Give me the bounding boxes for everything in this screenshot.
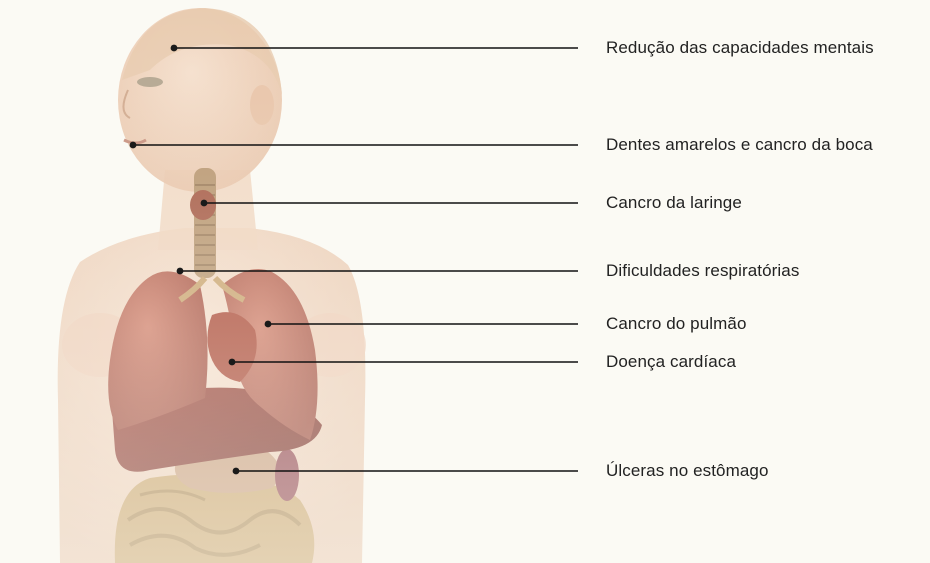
dot-stomach	[233, 468, 240, 475]
label-mouth: Dentes amarelos e cancro da boca	[606, 135, 873, 155]
dot-lung	[265, 321, 272, 328]
label-breathing: Dificuldades respiratórias	[606, 261, 799, 281]
dot-brain	[171, 45, 178, 52]
dot-heart	[229, 359, 236, 366]
label-lung: Cancro do pulmão	[606, 314, 747, 334]
label-heart: Doença cardíaca	[606, 352, 736, 372]
dot-mouth	[130, 142, 137, 149]
label-stomach: Úlceras no estômago	[606, 461, 769, 481]
dot-breathing	[177, 268, 184, 275]
label-larynx: Cancro da laringe	[606, 193, 742, 213]
dot-larynx	[201, 200, 208, 207]
label-brain: Redução das capacidades mentais	[606, 38, 874, 58]
